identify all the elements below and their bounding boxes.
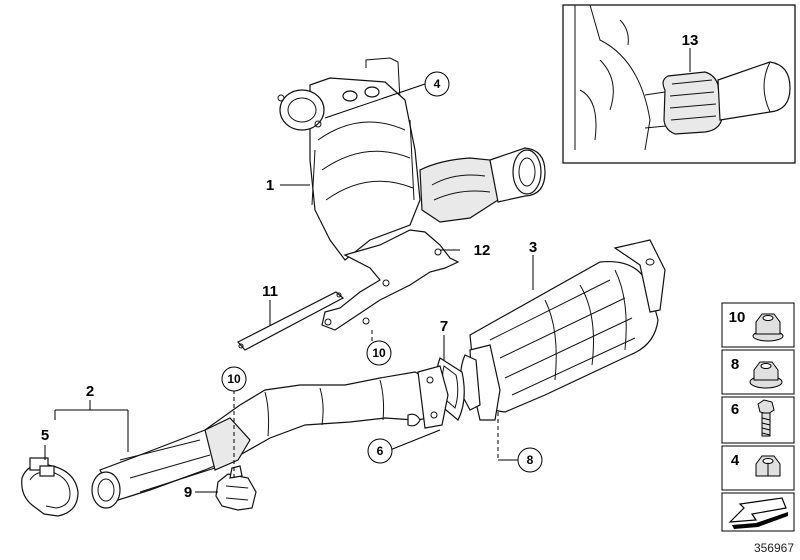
forward-direction-arrow-icon: [728, 497, 788, 529]
callout-13-label: 13: [682, 32, 699, 49]
leader-lines: [44, 83, 534, 493]
rubber-mount-part: [215, 465, 257, 511]
callout-10b-label: 10: [372, 346, 386, 360]
bolt-icon: [757, 399, 775, 437]
pipe-clamp-part: [21, 457, 79, 517]
hardware-legend: 10 8 6 4: [721, 302, 795, 532]
callout-10b-circle: [366, 340, 392, 366]
callout-10a-circle: [221, 366, 247, 392]
inset-detail-box: 13: [562, 4, 796, 164]
flange-nut-icon: [752, 313, 784, 342]
bracket-part: [321, 229, 460, 331]
callout-8-label: 8: [527, 453, 534, 467]
rear-converter-part: [459, 239, 666, 421]
hex-flange-nut-icon: [749, 361, 783, 389]
callout-3-label: 3: [529, 239, 537, 256]
legend-number-4: 4: [731, 452, 740, 469]
strap-part: [237, 291, 345, 351]
callout-6-circle: [367, 438, 393, 464]
callout-2-label: 2: [86, 383, 94, 400]
legend-number-8: 8: [731, 356, 739, 373]
front-pipe-part: [91, 365, 449, 509]
callouts: 1 2 3 4 5 6 7 8 9 10 10 11 12: [41, 71, 543, 501]
diesel-particulate-filter-part: [277, 57, 546, 261]
callout-5-label: 5: [41, 427, 49, 444]
callout-11-label: 11: [262, 283, 278, 300]
callout-4-label: 4: [434, 77, 441, 91]
callout-8-circle: [517, 447, 543, 473]
callout-1-label: 1: [266, 177, 274, 194]
reference-number: 356967: [754, 541, 794, 555]
callout-12-label: 12: [474, 242, 491, 259]
legend-number-6: 6: [731, 401, 739, 418]
hex-nut-icon: [755, 455, 781, 477]
callout-6-label: 6: [377, 444, 384, 458]
callout-9-label: 9: [184, 484, 192, 501]
legend-number-10: 10: [729, 309, 746, 326]
callout-7-label: 7: [440, 318, 448, 335]
flex-coupling-part: [662, 71, 723, 135]
callout-4-circle: [424, 71, 450, 97]
callout-10a-label: 10: [227, 372, 241, 386]
